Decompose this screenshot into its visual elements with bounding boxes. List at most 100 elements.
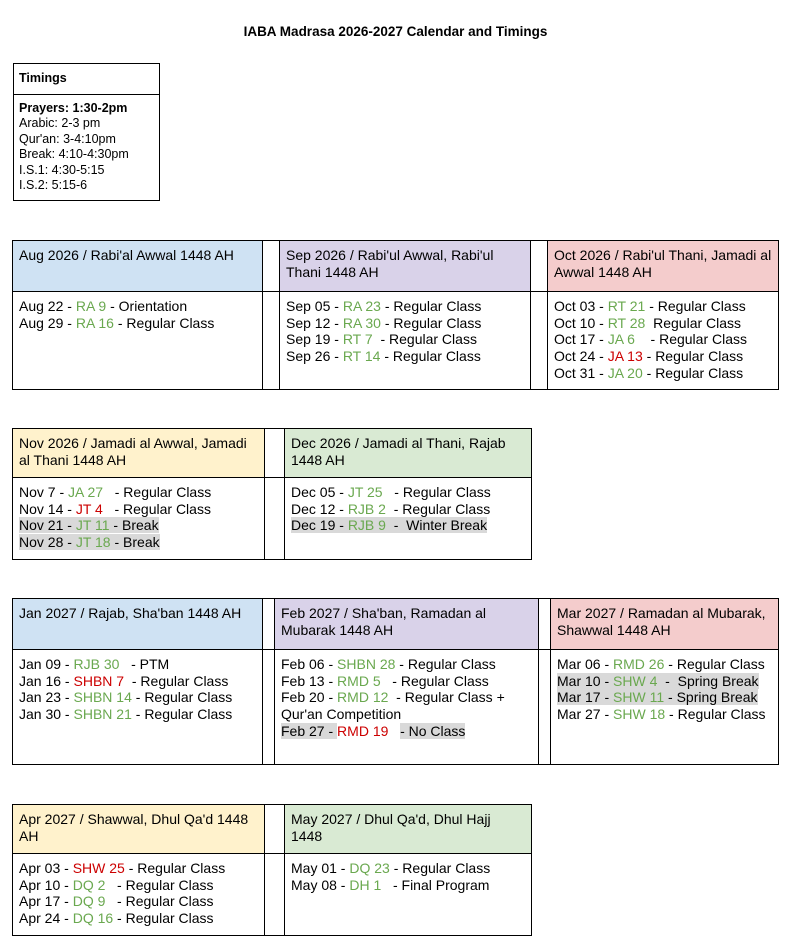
entry-date: Dec 05 [291, 484, 336, 500]
calendar-entry: Dec 12 - RJB 2 - Regular Class [291, 500, 491, 517]
calendar-entry: Aug 22 - RA 9 - Orientation [19, 298, 188, 314]
column-gap [262, 598, 275, 650]
entry-event: Regular Class [653, 314, 742, 331]
entry-event: Regular Class [125, 893, 214, 910]
entry-event: Break [123, 534, 160, 551]
entry-date: Mar 17 [557, 689, 601, 706]
entry-date: Feb 13 [281, 672, 325, 689]
month-header-may: May 2027 / Dhul Qa'd, Dhul Hajj 1448 [284, 804, 532, 854]
calendar-entry: Nov 7 - JA 27 - Regular Class [19, 484, 212, 500]
entry-event: Regular Class + Qur'an Competition [281, 689, 505, 723]
column-gap [264, 477, 285, 560]
calendar-entry: Sep 26 - RT 14 - Regular Class [286, 348, 481, 365]
month-header-sep: Sep 2026 / Rabi'ul Awwal, Rabi'ul Thani … [279, 240, 531, 292]
entry-hijri: RJB 2 [347, 500, 386, 517]
entry-date: Sep 12 [286, 314, 331, 331]
calendar-entry: Mar 10 - SHW 4 - Spring Break [557, 672, 759, 689]
column-gap [530, 240, 548, 292]
timings-heading: Timings [14, 64, 159, 95]
calendar-entry: Sep 12 - RA 30 - Regular Class [286, 314, 482, 331]
entry-hijri: SHBN 7 [73, 672, 125, 689]
calendar-entry: Apr 24 - DQ 16 - Regular Class [19, 910, 214, 927]
entry-date: Apr 17 [19, 893, 61, 910]
entry-date: Sep 26 [286, 348, 331, 365]
entry-event: Regular Class [676, 656, 765, 672]
timings-box: Timings Prayers: 1:30-2pm Arabic: 2-3 pm… [13, 63, 160, 201]
entry-event: Regular Class [657, 298, 746, 314]
entry-event: No Class [408, 722, 466, 739]
entry-hijri: RA 23 [342, 298, 381, 314]
entry-event: Regular Class [655, 364, 744, 381]
entry-hijri: JT 4 [75, 500, 103, 517]
entry-event: Regular Class [655, 348, 744, 365]
entry-event: Regular Class [140, 672, 229, 689]
entry-date: Aug 22 [19, 298, 64, 314]
timing-arabic: Arabic: 2-3 pm [19, 116, 101, 131]
month-body-oct: Oct 03 - RT 21 - Regular Class Oct 10 - … [547, 291, 779, 390]
month-body-may: May 01 - DQ 23 - Regular Class May 08 - … [284, 853, 532, 936]
entry-hijri: RA 30 [342, 314, 381, 331]
month-header-feb: Feb 2027 / Sha'ban, Ramadan al Mubarak 1… [274, 598, 539, 650]
calendar-entry: Oct 10 - RT 28 Regular Class [554, 314, 742, 331]
entry-date: Feb 06 [281, 656, 325, 672]
calendar-entry: Nov 21 - JT 11 - Break [19, 517, 159, 534]
entry-event: Regular Class [126, 314, 215, 331]
timing-prayers: Prayers: 1:30-2pm [19, 101, 128, 115]
calendar-entry: Feb 20 - RMD 12 - Regular Class + Qur'an… [281, 689, 505, 723]
entry-date: Nov 7 [19, 484, 56, 500]
calendar-entry: Nov 14 - JT 4 - Regular Class [19, 500, 211, 517]
calendar-entry: Apr 03 - SHW 25 - Regular Class [19, 860, 226, 876]
calendar-entry: Oct 24 - JA 13 - Regular Class [554, 348, 744, 365]
column-gap [538, 598, 551, 650]
column-gap [262, 240, 280, 292]
timing-is1: I.S.1: 4:30-5:15 [19, 162, 105, 177]
column-gap [538, 649, 551, 765]
calendar-row-nov-dec: Nov 2026 / Jamadi al Awwal, Jamadi al Th… [12, 428, 532, 560]
entry-date: Jan 16 [19, 672, 62, 689]
entry-date: Sep 05 [286, 298, 331, 314]
entry-event: Spring Break [676, 689, 758, 706]
entry-hijri: DQ 9 [72, 893, 106, 910]
month-header-oct: Oct 2026 / Rabi'ul Thani, Jamadi al Awwa… [547, 240, 779, 292]
calendar-entry: Sep 19 - RT 7 - Regular Class [286, 331, 477, 348]
entry-date: Nov 14 [19, 500, 64, 517]
entry-hijri: RT 14 [342, 348, 381, 365]
calendar-entry: Feb 27 - RMD 19 - No Class [281, 722, 466, 739]
entry-hijri: SHBN 14 [73, 689, 132, 706]
entry-date: Oct 17 [554, 331, 596, 348]
column-gap [264, 853, 285, 936]
calendar-entry: Oct 31 - JA 20 - Regular Class [554, 364, 744, 381]
month-header-dec: Dec 2026 / Jamadi al Thani, Rajab 1448 A… [284, 428, 532, 478]
entry-event: Regular Class [407, 656, 496, 672]
entry-date: Dec 12 [291, 500, 336, 517]
entry-event: Winter Break [406, 517, 488, 534]
entry-hijri: SHBN 28 [337, 656, 396, 672]
entry-hijri: RJB 9 [347, 517, 386, 534]
entry-event: Regular Class [125, 876, 214, 893]
calendar-entry: May 01 - DQ 23 - Regular Class [291, 860, 491, 876]
entry-event: Regular Class [659, 331, 748, 348]
entry-date: May 01 [291, 860, 337, 876]
month-header-aug: Aug 2026 / Rabi'al Awwal 1448 AH [12, 240, 263, 292]
calendar-entry: Jan 30 - SHBN 21 - Regular Class [19, 706, 233, 723]
calendar-entry: Mar 06 - RMD 26 - Regular Class [557, 656, 765, 672]
entry-date: Mar 27 [557, 706, 601, 723]
column-gap [262, 649, 275, 765]
entry-event: Spring Break [677, 672, 759, 689]
entry-event: Regular Class [123, 500, 211, 517]
entry-event: PTM [139, 656, 170, 672]
entry-hijri: RMD 26 [613, 656, 665, 672]
calendar-entry: Jan 23 - SHBN 14 - Regular Class [19, 689, 233, 706]
entry-date: Mar 10 [557, 672, 601, 689]
entry-hijri: SHW 11 [613, 689, 665, 706]
entry-hijri: RMD 5 [337, 672, 381, 689]
entry-event: Regular Class [144, 689, 233, 706]
calendar-entry: Apr 10 - DQ 2 - Regular Class [19, 876, 214, 893]
entry-date: Oct 24 [554, 348, 596, 365]
entry-hijri: JA 13 [607, 348, 643, 365]
calendar-row-jan-mar: Jan 2027 / Rajab, Sha'ban 1448 AH Feb 20… [12, 598, 779, 765]
entry-hijri: RT 21 [607, 298, 646, 314]
entry-event: Regular Class [402, 500, 491, 517]
entry-date: Jan 09 [19, 656, 62, 672]
month-body-nov: Nov 7 - JA 27 - Regular Class Nov 14 - J… [12, 477, 265, 560]
